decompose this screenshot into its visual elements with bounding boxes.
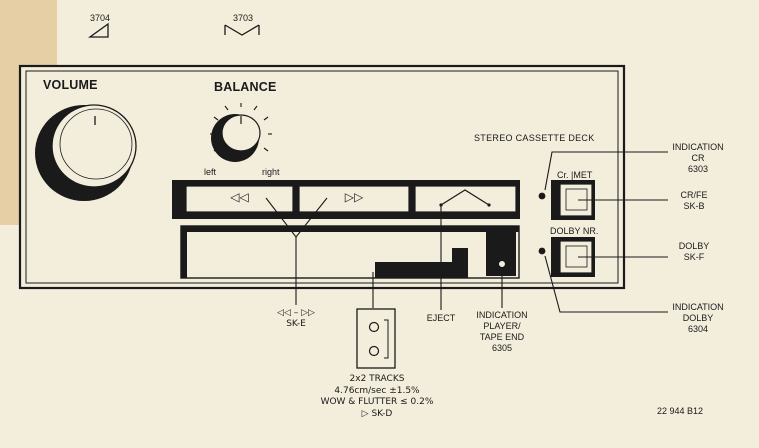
cassette-icon [356, 308, 396, 369]
callout-eject: EJECT [426, 313, 456, 323]
callout-sk-e: ◁◁ – ▷▷ SK-E [277, 308, 315, 329]
balance-label: BALANCE [214, 80, 277, 94]
cr-met-label: Cr. |MET [557, 170, 593, 180]
volume-knob[interactable] [35, 104, 137, 201]
tape-end-led [498, 260, 506, 268]
balance-left-label: left [204, 167, 217, 177]
balance-knob[interactable] [210, 103, 272, 162]
balance-right-label: right [262, 167, 280, 177]
panel-inner-frame [25, 70, 619, 284]
volume-label: VOLUME [43, 78, 98, 92]
callout-tracks-spec: 2x2 TRACKS 4.76cm/sec ±1.5% WOW & FLUTTE… [320, 374, 434, 419]
dolby-indicator-led [538, 247, 546, 255]
balance-part-code: 3703 [233, 13, 254, 23]
deck-title: STEREO CASSETTE DECK [474, 133, 595, 143]
fast-forward-icon: ▷▷ [344, 190, 364, 204]
cassette-window [180, 225, 520, 279]
callout-indication-dolby: INDICATION DOLBY 6304 [672, 302, 724, 334]
callout-indication-player: INDICATION PLAYER/ TAPE END 6305 [476, 310, 528, 353]
eject-icon [440, 189, 490, 206]
callout-dolby: DOLBY SK-F [678, 241, 710, 262]
volume-part-code: 3704 [90, 13, 111, 23]
callout-cr-fe: CR/FE SK-B [680, 190, 708, 211]
leader-lines [265, 151, 668, 313]
rewind-button[interactable] [185, 185, 294, 213]
callout-indication-cr: INDICATION CR 6303 [672, 142, 724, 174]
rewind-icon: ◁◁ [230, 190, 249, 204]
cr-met-switch[interactable] [551, 180, 595, 220]
cr-indicator-led [538, 192, 546, 200]
drawing-reference: 22 944 B12 [657, 406, 704, 416]
volume-ramp-icon [87, 22, 109, 38]
dolby-nr-label: DOLBY NR. [550, 226, 599, 236]
panel-outer-frame [18, 64, 626, 290]
eject-button[interactable] [414, 185, 517, 213]
balance-vee-icon [224, 24, 260, 36]
fast-forward-button[interactable] [298, 185, 410, 213]
